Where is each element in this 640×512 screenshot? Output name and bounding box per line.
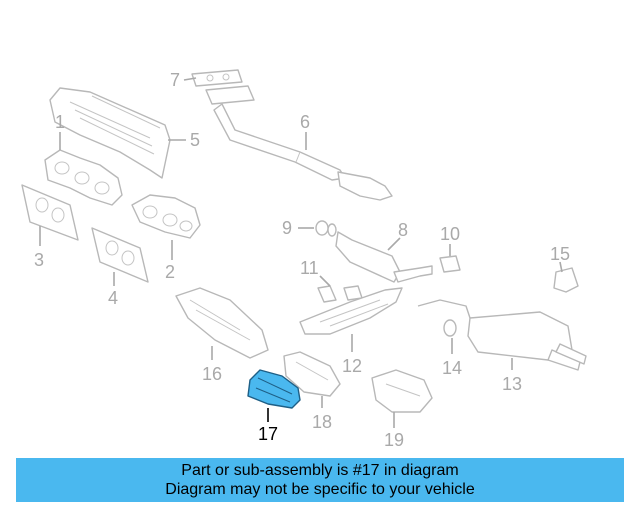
leader-7 (183, 77, 197, 81)
callout-16: 16 (202, 364, 222, 384)
callout-4: 4 (108, 288, 118, 308)
part-10-clamp[interactable] (439, 255, 461, 273)
part-1-exhaust-manifold[interactable] (44, 149, 123, 206)
callout-8: 8 (398, 220, 408, 240)
callout-3: 3 (34, 250, 44, 270)
banner-line-1: Part or sub-assembly is #17 in diagram (181, 462, 459, 479)
callout-2: 2 (165, 262, 175, 282)
part-11-hangers[interactable] (317, 285, 363, 303)
callout-17: 17 (258, 424, 278, 444)
info-banner: Part or sub-assembly is #17 in diagram D… (16, 458, 624, 502)
callout-18: 18 (312, 412, 332, 432)
part-16-heat-shield[interactable] (175, 287, 269, 359)
leader-8 (387, 237, 401, 251)
callout-14: 14 (442, 358, 462, 378)
part-9-flange[interactable] (315, 220, 337, 237)
part-12-heat-shield[interactable] (299, 287, 403, 335)
callout-13: 13 (502, 374, 522, 394)
leader-11 (319, 275, 331, 287)
banner-line-2: Diagram may not be specific to your vehi… (165, 481, 475, 498)
part-19-heat-shield[interactable] (371, 369, 433, 413)
part-4-gasket[interactable] (91, 227, 149, 283)
callout-labels: 1 2 3 4 5 6 7 8 9 10 11 12 13 14 15 16 1… (34, 70, 570, 450)
callout-10: 10 (440, 224, 460, 244)
part-14-clamp[interactable] (443, 319, 457, 337)
callout-1: 1 (55, 112, 65, 132)
part-17-heat-shield-highlighted[interactable] (247, 369, 301, 409)
part-3-gasket[interactable] (21, 184, 79, 241)
callout-15: 15 (550, 244, 570, 264)
part-15-bracket[interactable] (553, 267, 579, 293)
callout-6: 6 (300, 112, 310, 132)
callout-9: 9 (282, 218, 292, 238)
part-8-intermediate-pipe[interactable] (335, 231, 433, 283)
callout-19: 19 (384, 430, 404, 450)
callout-12: 12 (342, 356, 362, 376)
leader-15 (559, 261, 563, 273)
part-6-front-pipe[interactable] (205, 85, 393, 201)
callout-5: 5 (190, 130, 200, 150)
leader-lines (39, 77, 563, 428)
part-5-heat-shield[interactable] (49, 87, 171, 179)
part-18-heat-shield[interactable] (283, 351, 341, 397)
part-13-rear-muffler[interactable] (417, 299, 587, 371)
part-7-gasket[interactable] (191, 69, 243, 87)
callout-7: 7 (170, 70, 180, 90)
callout-11: 11 (300, 258, 319, 278)
part-2-manifold[interactable] (131, 194, 201, 239)
